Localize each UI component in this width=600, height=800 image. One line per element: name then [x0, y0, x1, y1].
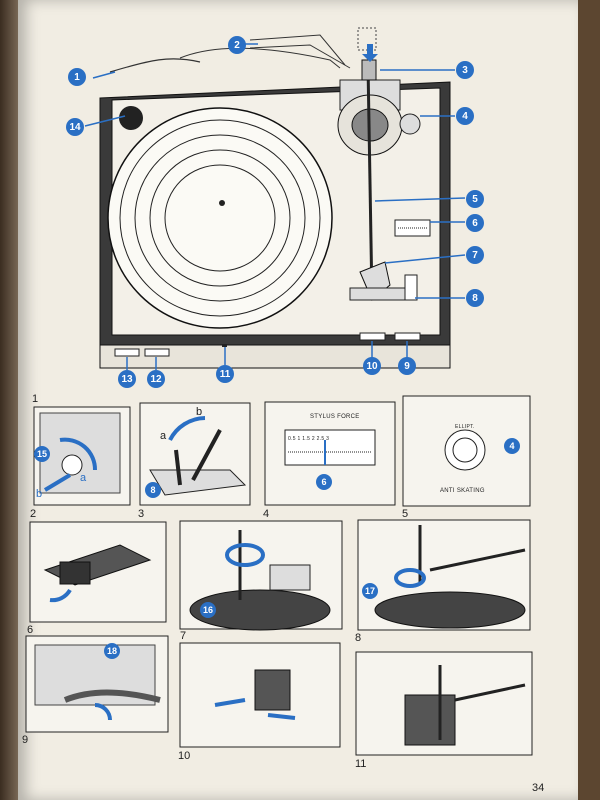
callout-panel5-4: 4 [504, 438, 520, 454]
anti-skating-label: ANTI SKATING [440, 488, 485, 494]
figure-10: 10 [178, 750, 191, 762]
figure-2: 2 [30, 508, 37, 520]
letter-a-panel3: a [160, 430, 167, 442]
callout-17: 17 [362, 583, 378, 599]
figure-8: 8 [355, 632, 362, 644]
callout-1: 1 [68, 68, 86, 86]
callout-3: 3 [456, 61, 474, 79]
callout-12: 12 [147, 370, 165, 388]
callout-18: 18 [104, 643, 120, 659]
page-number: 34 [532, 782, 545, 794]
figure-11: 11 [355, 758, 367, 770]
callout-11: 11 [216, 365, 234, 383]
figure-4: 4 [263, 508, 270, 520]
figure-7: 7 [180, 630, 187, 642]
figure-9: 9 [22, 734, 29, 746]
anti-skating-dial: ELLIPT. [455, 424, 475, 430]
callout-14: 14 [66, 118, 84, 136]
callout-5: 5 [466, 190, 484, 208]
callout-panel4-6: 6 [316, 474, 332, 490]
callout-9: 9 [398, 357, 416, 375]
callout-7: 7 [466, 246, 484, 264]
callout-2: 2 [228, 36, 246, 54]
stylus-force-scale: 0.5 1 1.5 2 2.5 3 [288, 436, 330, 442]
callout-15: 15 [34, 446, 50, 462]
figure-6: 6 [27, 624, 34, 636]
callout-13: 13 [118, 370, 136, 388]
callout-6: 6 [466, 214, 484, 232]
callout-16: 16 [200, 602, 216, 618]
figure-1: 1 [32, 393, 39, 405]
callout-10: 10 [363, 357, 381, 375]
stylus-force-title: STYLUS FORCE [310, 414, 360, 420]
callout-4: 4 [456, 107, 474, 125]
letter-b-panel2: b [36, 488, 43, 500]
figure-5: 5 [402, 508, 409, 520]
figure-3: 3 [138, 508, 145, 520]
callout-8: 8 [466, 289, 484, 307]
letter-a-panel2: a [80, 472, 87, 484]
callout-panel3-8: 8 [145, 482, 161, 498]
letter-b-panel3: b [196, 406, 203, 418]
